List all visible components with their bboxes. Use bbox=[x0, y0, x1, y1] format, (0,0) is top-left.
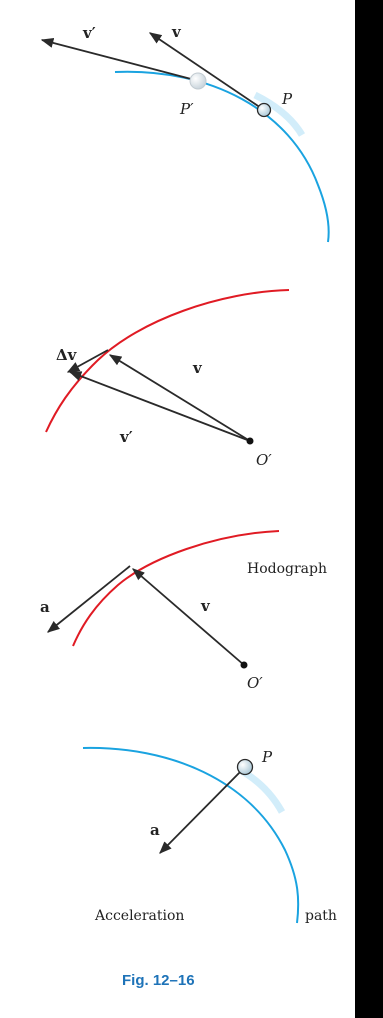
panel-hodograph-acceleration: Hodograph v a O′ bbox=[40, 530, 327, 692]
velocity-vector-v bbox=[148, 32, 265, 111]
particle-p-marker-lower bbox=[236, 758, 254, 776]
origin-o-prime-dot-lower bbox=[240, 661, 248, 669]
figure-12-16: v′ v P′ P Δv v v′ O′ bbox=[40, 23, 337, 989]
acceleration-tangent-hodograph bbox=[47, 565, 131, 633]
label-path: path bbox=[305, 908, 337, 924]
panel-velocity-on-path: v′ v P′ P bbox=[40, 23, 330, 243]
label-hodo-v-prime: v′ bbox=[119, 428, 133, 446]
hodograph-vector-v-lower bbox=[132, 568, 245, 666]
label-path-a: a bbox=[150, 821, 160, 839]
label-delta-v: Δv bbox=[56, 346, 78, 364]
figure-panel: v′ v P′ P Δv v v′ O′ bbox=[0, 0, 355, 1018]
delta-v-chord bbox=[66, 349, 109, 373]
hodograph-vector-v bbox=[108, 354, 251, 442]
panel-hodograph-delta-v: Δv v v′ O′ bbox=[45, 289, 290, 469]
label-p: P bbox=[281, 90, 293, 108]
figure-caption: Fig. 12–16 bbox=[122, 972, 195, 989]
panel-acceleration-on-path: P a Acceleration path bbox=[82, 746, 337, 924]
acceleration-vector-a bbox=[159, 766, 246, 854]
label-hodograph: Hodograph bbox=[247, 561, 327, 577]
label-o-prime-lower: O′ bbox=[247, 674, 263, 692]
label-v-prime: v′ bbox=[82, 24, 96, 42]
label-p-prime: P′ bbox=[179, 100, 194, 118]
velocity-vector-v-prime bbox=[40, 37, 196, 81]
hodograph-curve-lower bbox=[72, 530, 280, 647]
particle-p-prime-marker bbox=[189, 72, 207, 90]
particle-path-lower bbox=[82, 746, 300, 924]
hodograph-curve-upper bbox=[45, 289, 290, 433]
path-glow bbox=[253, 91, 306, 137]
label-p-lower: P bbox=[261, 748, 273, 766]
origin-o-prime-dot bbox=[246, 437, 254, 445]
particle-path-upper bbox=[114, 70, 330, 243]
label-hodo-v: v bbox=[192, 359, 203, 377]
label-o-prime-upper: O′ bbox=[256, 451, 272, 469]
label-hodo-a: a bbox=[40, 598, 50, 616]
hodograph-vector-v-prime bbox=[68, 371, 251, 442]
path-glow-lower bbox=[238, 766, 286, 814]
label-acceleration: Acceleration bbox=[94, 908, 184, 924]
label-hodo-v-lower: v bbox=[200, 597, 211, 615]
particle-p-marker bbox=[256, 102, 272, 118]
label-v: v bbox=[171, 23, 182, 41]
